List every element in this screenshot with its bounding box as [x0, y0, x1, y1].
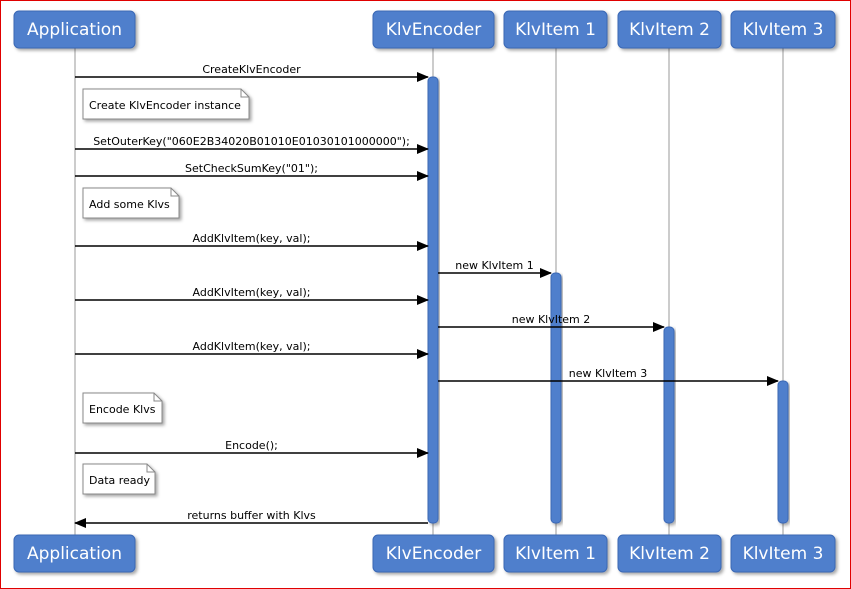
- participant-app-bottom: Application: [13, 534, 136, 573]
- activation-i3: [777, 380, 789, 524]
- participant-label: KlvEncoder: [386, 20, 481, 40]
- message-9: new KlvItem 3: [438, 367, 779, 386]
- message-label: Encode();: [225, 439, 278, 452]
- participant-label: KlvItem 3: [743, 544, 824, 564]
- note-box: [82, 88, 250, 120]
- activation-i2: [663, 326, 675, 524]
- participants-bottom: Application KlvEncoder KlvItem 1 KlvItem 2 K…: [13, 534, 836, 573]
- participant-label: KlvItem 2: [629, 544, 710, 564]
- note-box: [82, 463, 156, 495]
- participant-box: [617, 10, 722, 49]
- message-5: new KlvItem 1: [438, 259, 552, 278]
- participant-box: [503, 10, 608, 49]
- participant-app-top: Application: [13, 10, 136, 49]
- message-label: new KlvItem 1: [455, 259, 534, 272]
- activation-enc: [427, 76, 439, 524]
- participant-box: [372, 534, 495, 573]
- message-label: new KlvItem 2: [512, 313, 591, 326]
- message-label: AddKlvItem(key, val);: [193, 340, 311, 353]
- participant-label: KlvItem 3: [743, 20, 824, 40]
- note-label: Data ready: [89, 474, 151, 487]
- note-fold: [153, 393, 162, 402]
- message-3: SetCheckSumKey("01");: [75, 162, 429, 181]
- participant-i3-bottom: KlvItem 3: [730, 534, 836, 573]
- activation-bars: [427, 76, 789, 524]
- note-label: Add some Klvs: [89, 198, 170, 211]
- participant-i1-top: KlvItem 1: [503, 10, 608, 49]
- participant-box: [617, 534, 722, 573]
- participant-label: KlvItem 2: [629, 20, 710, 40]
- participant-box: [730, 534, 836, 573]
- message-label: AddKlvItem(key, val);: [193, 232, 311, 245]
- message-11: returns buffer with Klvs: [74, 509, 428, 528]
- participant-i1-bottom: KlvItem 1: [503, 534, 608, 573]
- note-1: Create KlvEncoder instance: [82, 88, 250, 120]
- message-label: new KlvItem 3: [569, 367, 648, 380]
- message-label: CreateKlvEncoder: [202, 63, 301, 76]
- message-label: SetCheckSumKey("01");: [185, 162, 318, 175]
- participants-top: Application KlvEncoder KlvItem 1 KlvItem 2 K…: [13, 10, 836, 49]
- message-2: SetOuterKey("060E2B34020B01010E010301010…: [75, 135, 429, 154]
- participant-box: [503, 534, 608, 573]
- participant-label: KlvEncoder: [386, 544, 481, 564]
- note-2: Add some Klvs: [82, 187, 180, 219]
- note-box: [82, 187, 180, 219]
- participant-box: [372, 10, 495, 49]
- participant-box: [730, 10, 836, 49]
- participant-i2-bottom: KlvItem 2: [617, 534, 722, 573]
- message-6: AddKlvItem(key, val);: [75, 286, 429, 305]
- note-label: Encode Klvs: [89, 403, 156, 416]
- message-label: AddKlvItem(key, val);: [193, 286, 311, 299]
- activation-i1: [550, 272, 562, 524]
- messages: CreateKlvEncoderSetOuterKey("060E2B34020…: [74, 63, 779, 528]
- note-fold: [146, 464, 155, 473]
- participant-i3-top: KlvItem 3: [730, 10, 836, 49]
- note-fold: [240, 89, 249, 98]
- message-label: returns buffer with Klvs: [187, 509, 316, 522]
- message-10: Encode();: [75, 439, 429, 458]
- note-fold: [170, 188, 179, 197]
- participant-label: KlvItem 1: [515, 544, 596, 564]
- participant-label: Application: [27, 20, 122, 40]
- participant-label: KlvItem 1: [515, 20, 596, 40]
- message-4: AddKlvItem(key, val);: [75, 232, 429, 251]
- note-box: [82, 392, 163, 424]
- participant-enc-bottom: KlvEncoder: [372, 534, 495, 573]
- participant-box: [13, 10, 136, 49]
- message-7: new KlvItem 2: [438, 313, 665, 332]
- participant-label: Application: [27, 544, 122, 564]
- note-4: Data ready: [82, 463, 156, 495]
- participant-enc-top: KlvEncoder: [372, 10, 495, 49]
- message-1: CreateKlvEncoder: [75, 63, 429, 82]
- message-8: AddKlvItem(key, val);: [75, 340, 429, 359]
- note-label: Create KlvEncoder instance: [89, 99, 241, 112]
- message-label: SetOuterKey("060E2B34020B01010E010301010…: [93, 135, 410, 148]
- note-3: Encode Klvs: [82, 392, 163, 424]
- participant-box: [13, 534, 136, 573]
- participant-i2-top: KlvItem 2: [617, 10, 722, 49]
